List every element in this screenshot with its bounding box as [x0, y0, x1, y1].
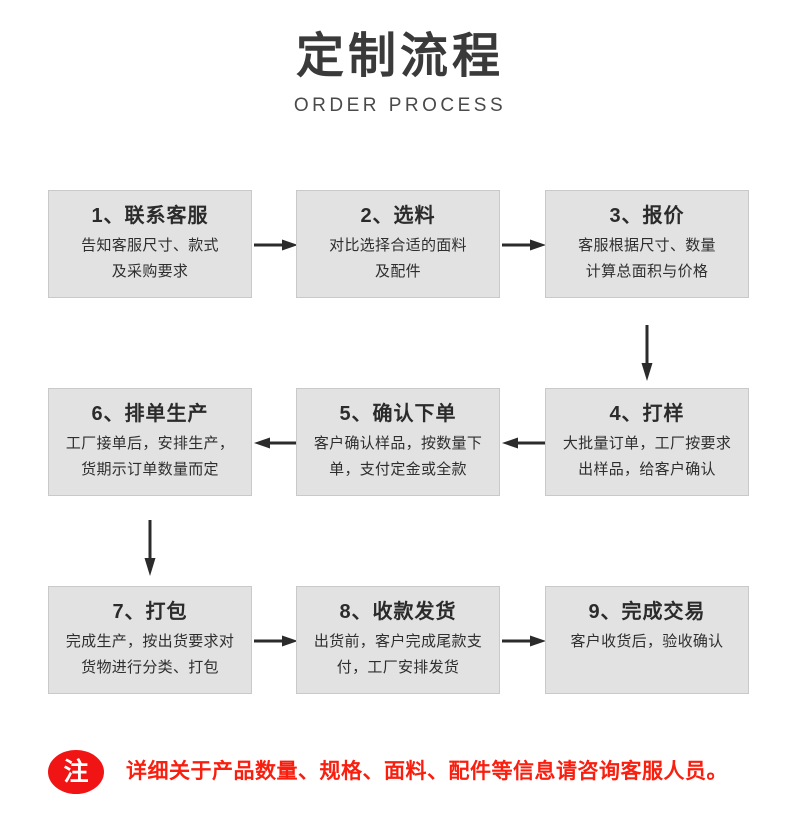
step-title: 7、打包 [112, 601, 188, 623]
process-flow: 1、联系客服 告知客服尺寸、款式 及采购要求 2、选料 对比选择合适的面料 及配… [0, 190, 800, 694]
arrow-left-icon [502, 436, 546, 449]
step-title: 8、收款发货 [339, 601, 457, 623]
page-title-chinese: 定制流程 [295, 30, 504, 83]
step-description-line: 及采购要求 [111, 263, 189, 280]
step-description-line: 单，支付定金或全款 [329, 461, 467, 478]
step-title: 2、选料 [360, 205, 436, 227]
step-description-line: 货物进行分类、打包 [81, 659, 219, 676]
step-description: 工厂接单后，安排生产， 货期示订单数量而定 [52, 431, 248, 483]
step-title: 3、报价 [609, 205, 685, 227]
step-description: 客服根据尺寸、数量 计算总面积与价格 [549, 233, 745, 285]
step-description-line: 完成生产，按出货要求对 [65, 633, 235, 650]
process-step-8: 8、收款发货 出货前，客户完成尾款支 付，工厂安排发货 [296, 586, 500, 694]
process-step-6: 6、排单生产 工厂接单后，安排生产， 货期示订单数量而定 [48, 388, 252, 496]
step-description-line: 货期示订单数量而定 [81, 461, 219, 478]
step-description: 出货前，客户完成尾款支 付，工厂安排发货 [300, 629, 496, 681]
step-description: 告知客服尺寸、款式 及采购要求 [52, 233, 248, 285]
note-badge-icon: 注 [48, 750, 104, 794]
process-step-3: 3、报价 客服根据尺寸、数量 计算总面积与价格 [545, 190, 749, 298]
step-title: 5、确认下单 [339, 403, 457, 425]
step-description-line: 出货前，客户完成尾款支 [313, 633, 483, 650]
step-description-line: 对比选择合适的面料 [329, 237, 467, 254]
step-description-line: 及配件 [375, 263, 421, 280]
arrow-left-icon [254, 436, 298, 449]
page-title-english: ORDER PROCESS [293, 95, 507, 116]
process-row-3: 7、打包 完成生产，按出货要求对 货物进行分类、打包 8、收款发货 出货前，客户… [0, 586, 800, 694]
process-step-2: 2、选料 对比选择合适的面料 及配件 [296, 190, 500, 298]
step-description-line: 工厂接单后，安排生产， [65, 435, 235, 452]
step-description-line: 出样品，给客户确认 [578, 461, 716, 478]
arrow-right-icon [254, 634, 298, 647]
step-description: 大批量订单，工厂按要求 出样品，给客户确认 [549, 431, 745, 483]
process-step-1: 1、联系客服 告知客服尺寸、款式 及采购要求 [48, 190, 252, 298]
step-title: 4、打样 [609, 403, 685, 425]
step-description-line: 告知客服尺寸、款式 [81, 237, 219, 254]
step-title: 6、排单生产 [91, 403, 209, 425]
step-description-line: 大批量订单，工厂按要求 [562, 435, 732, 452]
step-description: 完成生产，按出货要求对 货物进行分类、打包 [52, 629, 248, 681]
arrow-right-icon [502, 634, 546, 647]
footer-note: 注 详细关于产品数量、规格、面料、配件等信息请咨询客服人员。 [48, 744, 768, 800]
step-description-line: 客户收货后，验收确认 [570, 633, 724, 650]
arrow-right-icon [254, 238, 298, 251]
page-header: 定制流程 ORDER PROCESS [0, 26, 800, 118]
step-description-line: 付，工厂安排发货 [336, 659, 460, 676]
note-text: 详细关于产品数量、规格、面料、配件等信息请咨询客服人员。 [126, 760, 728, 783]
step-description: 对比选择合适的面料 及配件 [300, 233, 496, 285]
step-description: 客户收货后，验收确认 [549, 629, 745, 655]
step-description-line: 客户确认样品，按数量下 [313, 435, 483, 452]
process-step-7: 7、打包 完成生产，按出货要求对 货物进行分类、打包 [48, 586, 252, 694]
step-title: 1、联系客服 [91, 205, 209, 227]
arrow-down-icon-right [641, 325, 653, 381]
step-title: 9、完成交易 [588, 601, 706, 623]
step-description: 客户确认样品，按数量下 单，支付定金或全款 [300, 431, 496, 483]
arrow-right-icon [502, 238, 546, 251]
process-step-4: 4、打样 大批量订单，工厂按要求 出样品，给客户确认 [545, 388, 749, 496]
step-description-line: 计算总面积与价格 [585, 263, 709, 280]
process-row-1: 1、联系客服 告知客服尺寸、款式 及采购要求 2、选料 对比选择合适的面料 及配… [0, 190, 800, 298]
process-step-9: 9、完成交易 客户收货后，验收确认 [545, 586, 749, 694]
arrow-down-icon-left [144, 520, 156, 576]
process-step-5: 5、确认下单 客户确认样品，按数量下 单，支付定金或全款 [296, 388, 500, 496]
step-description-line: 客服根据尺寸、数量 [578, 237, 716, 254]
process-row-2: 6、排单生产 工厂接单后，安排生产， 货期示订单数量而定 5、确认下单 客户确认… [0, 388, 800, 496]
